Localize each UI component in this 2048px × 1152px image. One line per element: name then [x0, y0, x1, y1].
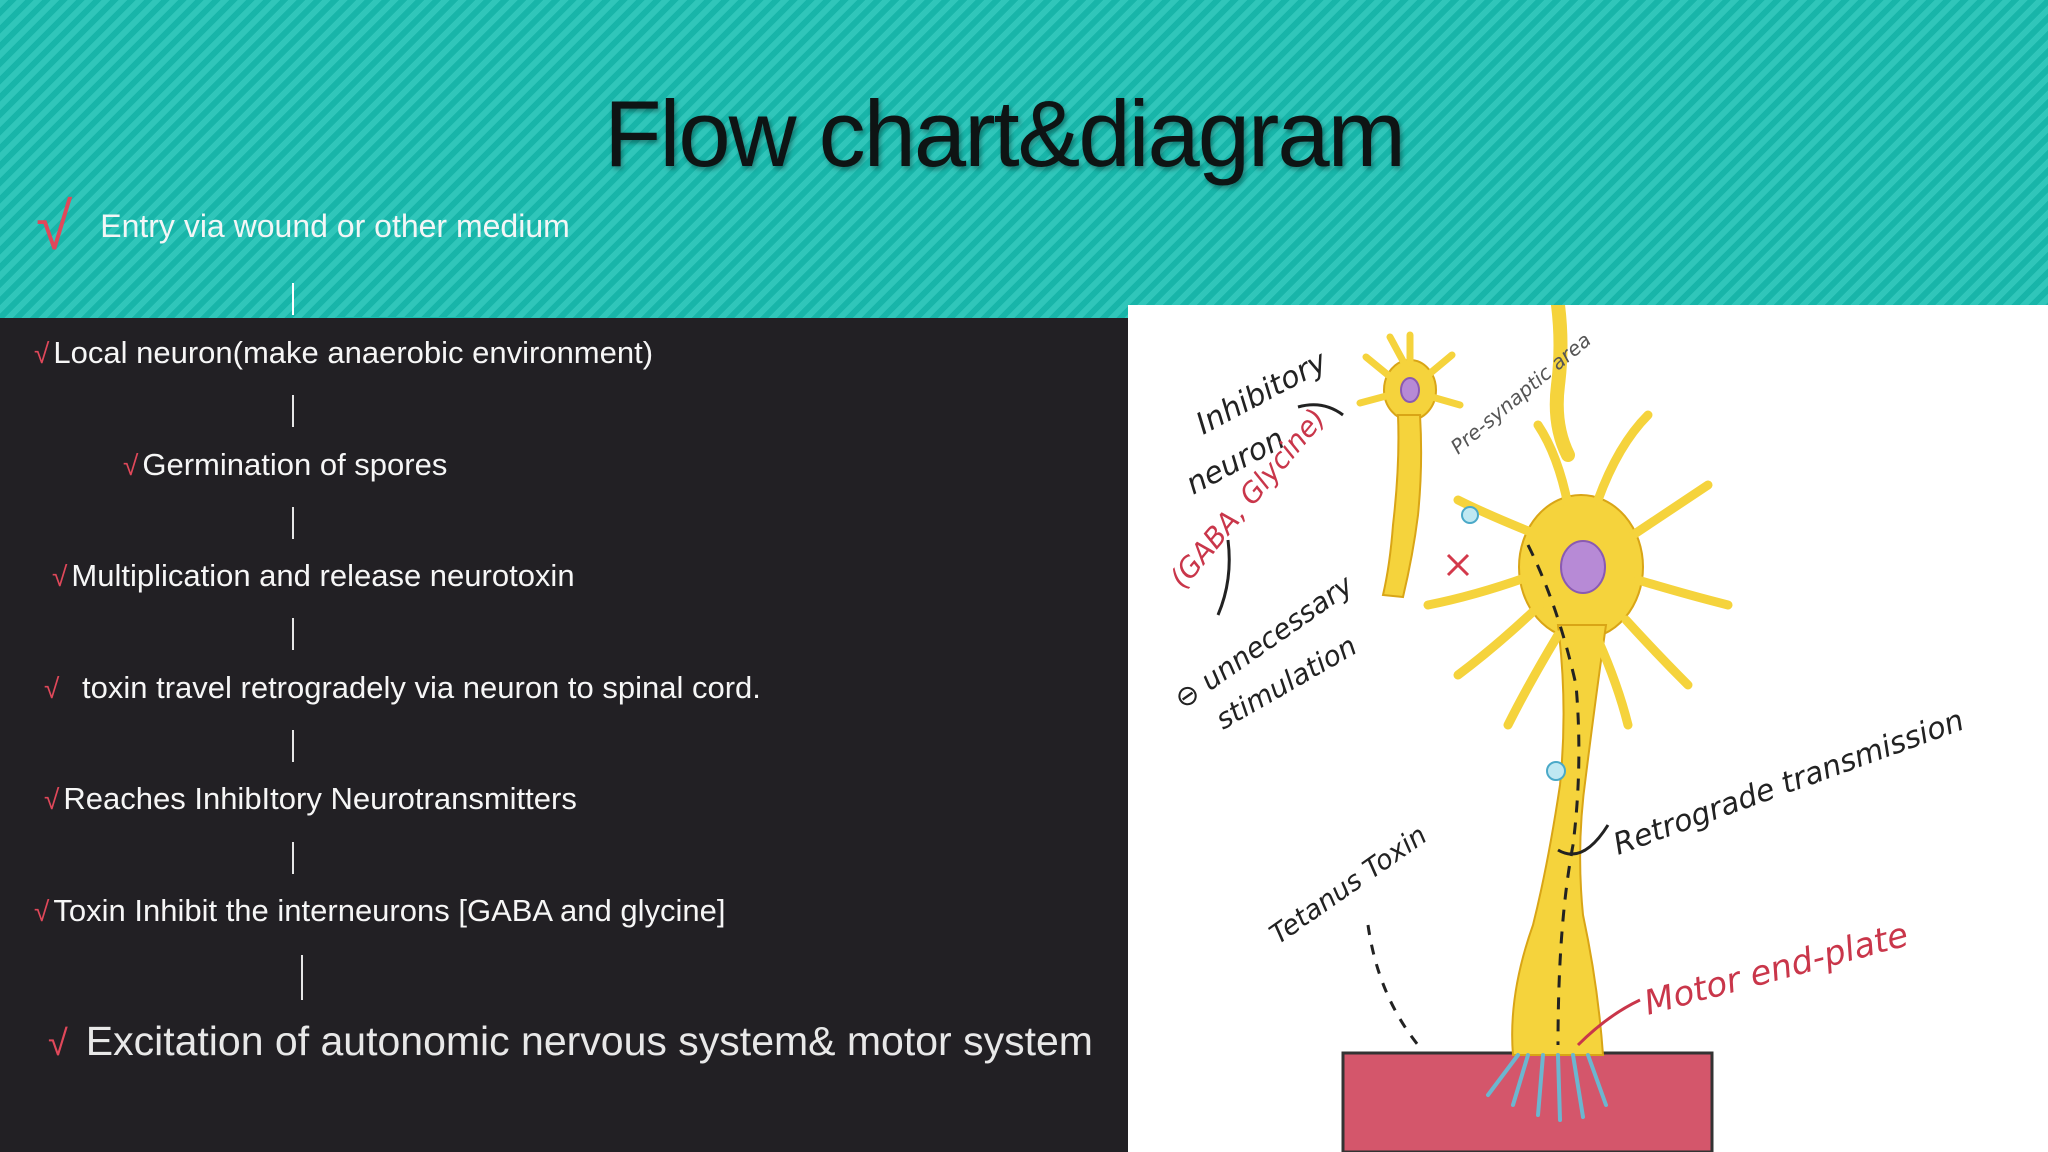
blocked-synapse-x	[1446, 553, 1470, 577]
presynaptic-branch	[1549, 305, 1575, 462]
arrow-tetanus-toxin	[1366, 924, 1420, 1046]
label-motor-end-plate: Motor end-plate	[1640, 915, 1913, 1024]
check-icon: √	[44, 673, 60, 704]
check-icon: √	[34, 338, 50, 369]
label-presynaptic: Pre-synaptic area	[1446, 328, 1596, 459]
motor-end-plate	[1341, 1051, 1714, 1152]
flow-step-multiplication: √Multiplication and release neurotoxin	[52, 558, 575, 594]
arrow-to-stimulation	[1216, 539, 1231, 616]
check-icon: √	[48, 1022, 68, 1063]
neuron-diagram: Inhibitory neuron (GABA, Glycine) ⊖ unne…	[1128, 305, 2048, 1152]
label-tetanus-toxin: Tetanus Toxin	[1264, 820, 1433, 951]
arrow-motor-end-plate	[1576, 998, 1641, 1047]
vesicle-marker	[1461, 506, 1479, 524]
flow-step-toxin-inhibit: √Toxin Inhibit the interneurons [GABA an…	[34, 893, 725, 929]
step-label: toxin travel retrogradely via neuron to …	[73, 670, 761, 705]
arrow-retrograde	[1557, 824, 1610, 856]
check-icon: √	[36, 189, 73, 263]
axon-terminals	[1486, 1053, 1608, 1122]
flow-step-excitation: √ Excitation of autonomic nervous system&…	[48, 1018, 1093, 1065]
flow-connector	[292, 283, 294, 315]
vesicle-marker	[1546, 761, 1566, 781]
flow-panel	[0, 318, 1128, 1152]
step-label: Local neuron(make anaerobic environment)	[53, 335, 654, 370]
check-icon: √	[34, 896, 50, 927]
flow-step-reaches-inhibitory: √Reaches InhibItory Neurotransmitters	[44, 781, 577, 817]
step-label: Multiplication and release neurotoxin	[71, 558, 575, 593]
flow-connector	[292, 507, 294, 539]
flow-step-local-neuron: √Local neuron(make anaerobic environment…	[34, 335, 653, 371]
check-icon: √	[52, 561, 68, 592]
flow-connector	[292, 618, 294, 650]
motor-neuron	[1511, 494, 1644, 1056]
entry-step: √ Entry via wound or other medium	[36, 188, 570, 264]
flow-connector	[292, 842, 294, 874]
title-banner	[0, 0, 2048, 318]
step-label: Excitation of autonomic nervous system& …	[85, 1018, 1093, 1064]
motor-nucleus	[1560, 540, 1606, 594]
entry-label: Entry via wound or other medium	[100, 207, 570, 244]
check-icon: √	[44, 784, 60, 815]
retrograde-path	[1526, 544, 1581, 1046]
motor-dendrites	[1423, 410, 1733, 730]
flow-connector	[292, 730, 294, 762]
step-label: Germination of spores	[142, 447, 448, 482]
flow-step-toxin-travel: √ toxin travel retrogradely via neuron t…	[44, 670, 761, 706]
arrow-to-inhibitory-neuron	[1297, 403, 1344, 417]
flow-connector	[301, 955, 303, 1000]
inhibitory-nucleus	[1400, 377, 1420, 403]
flow-step-germination: √Germination of spores	[123, 447, 447, 483]
label-retrograde: Retrograde transmission	[1609, 703, 1969, 863]
inhibitory-neuron	[1356, 331, 1464, 599]
label-gaba-glycine: (GABA, Glycine)	[1163, 402, 1332, 594]
step-label: Toxin Inhibit the interneurons [GABA and…	[53, 893, 726, 928]
step-label: Reaches InhibItory Neurotransmitters	[63, 781, 577, 816]
check-icon: √	[123, 450, 139, 481]
slide-title: Flow chart&diagram	[604, 81, 1406, 186]
flow-connector	[292, 395, 294, 427]
